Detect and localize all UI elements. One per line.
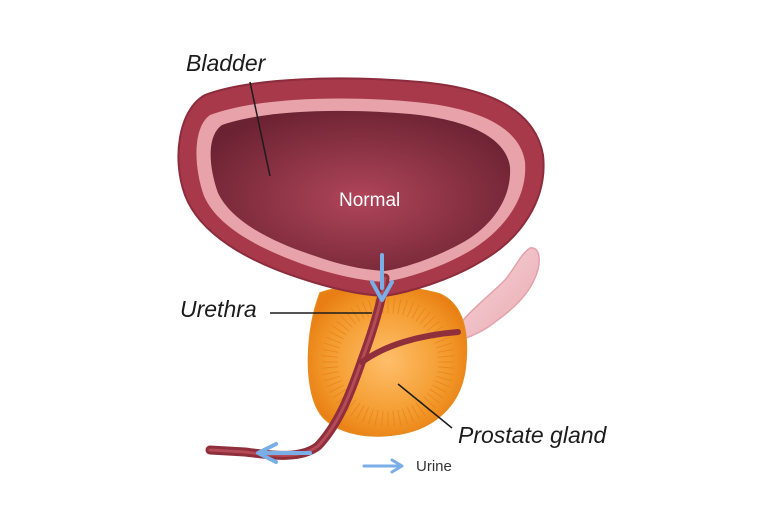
prostate-texture-stroke — [356, 404, 365, 420]
prostate-texture-stroke — [419, 311, 431, 325]
prostate-texture-stroke — [415, 308, 426, 322]
prostate-texture-stroke — [329, 331, 344, 340]
prostate-texture-stroke — [392, 297, 395, 314]
prostate-texture-stroke — [397, 298, 402, 315]
prostate-texture-stroke — [426, 392, 440, 404]
prostate-texture-stroke — [437, 348, 454, 353]
prostate-texture-stroke — [324, 375, 340, 382]
prostate-texture-stroke — [438, 366, 455, 369]
seminal-vesicle — [454, 247, 540, 341]
bladder-leader-line — [249, 81, 271, 177]
urine-arrow-icon — [362, 458, 404, 474]
prostate-texture-stroke — [326, 336, 342, 344]
prostate-texture-stroke — [321, 366, 338, 369]
prostate-texture-stroke — [406, 302, 414, 317]
bladder-label: Bladder — [186, 50, 266, 76]
prostate-texture-stroke — [368, 408, 374, 424]
prostate-texture-stroke — [374, 409, 379, 426]
prostate-texture-stroke — [381, 410, 384, 427]
prostate-texture-stroke — [326, 380, 342, 388]
prostate-leader-line — [397, 383, 453, 429]
prostate-texture-stroke — [350, 402, 361, 416]
prostate-texture-stroke — [411, 404, 420, 420]
urine-legend-label: Urine — [416, 458, 452, 475]
prostate-texture-stroke — [432, 384, 447, 393]
prostate-texture-stroke — [356, 304, 365, 320]
prostate-texture-stroke — [329, 384, 344, 393]
normal-label: Normal — [339, 190, 401, 211]
prostate-texture-stroke — [392, 410, 395, 427]
bladder-inner-chamber — [210, 110, 511, 271]
prostate-texture-stroke — [368, 300, 374, 316]
prostate-texture-stroke — [332, 388, 347, 399]
prostate-texture-stroke — [350, 308, 361, 322]
prostate-texture-stroke — [415, 402, 426, 416]
prostate-texture-stroke — [438, 355, 455, 358]
prostate-texture-stroke — [345, 399, 357, 413]
prostate-texture-stroke — [322, 348, 339, 353]
prostate-texture-stroke — [321, 355, 338, 358]
prostate-texture-stroke — [402, 300, 408, 316]
prostate-texture-stroke — [436, 342, 452, 349]
urethra-label: Urethra — [180, 296, 257, 322]
prostate-texture-stroke — [362, 302, 370, 317]
ejaculatory-duct — [359, 329, 461, 365]
prostate-texture-stroke — [411, 304, 420, 320]
prostate-texture-stroke — [332, 325, 347, 336]
prostate-texture-stroke — [434, 380, 450, 388]
prostate-texture-stroke — [397, 409, 402, 426]
prostate-texture-stroke — [322, 371, 339, 376]
prostate-texture-stroke — [362, 407, 370, 422]
prostate-gland — [307, 285, 468, 437]
prostate-texture-stroke — [429, 388, 444, 399]
prostate-texture-stroke — [345, 311, 357, 325]
prostate-texture-stroke — [423, 315, 436, 328]
urethra-tube-highlight — [208, 276, 387, 457]
prostate-texture-stroke — [340, 315, 353, 328]
urine-flow-arrow-top — [370, 253, 394, 302]
prostate-texture-stroke — [436, 375, 452, 382]
prostate-texture-stroke — [423, 396, 436, 409]
prostate-texture-stroke — [437, 371, 454, 376]
prostate-texture-stroke — [426, 320, 440, 332]
prostate-texture-stroke — [406, 407, 414, 422]
prostate-texture-stroke — [434, 336, 450, 344]
urine-flow-arrow-bottom — [256, 442, 312, 464]
prostate-texture-stroke — [324, 342, 340, 349]
prostate-gland-label: Prostate gland — [458, 422, 607, 448]
prostate-texture-stroke — [336, 320, 350, 332]
prostate-texture-stroke — [402, 408, 408, 424]
